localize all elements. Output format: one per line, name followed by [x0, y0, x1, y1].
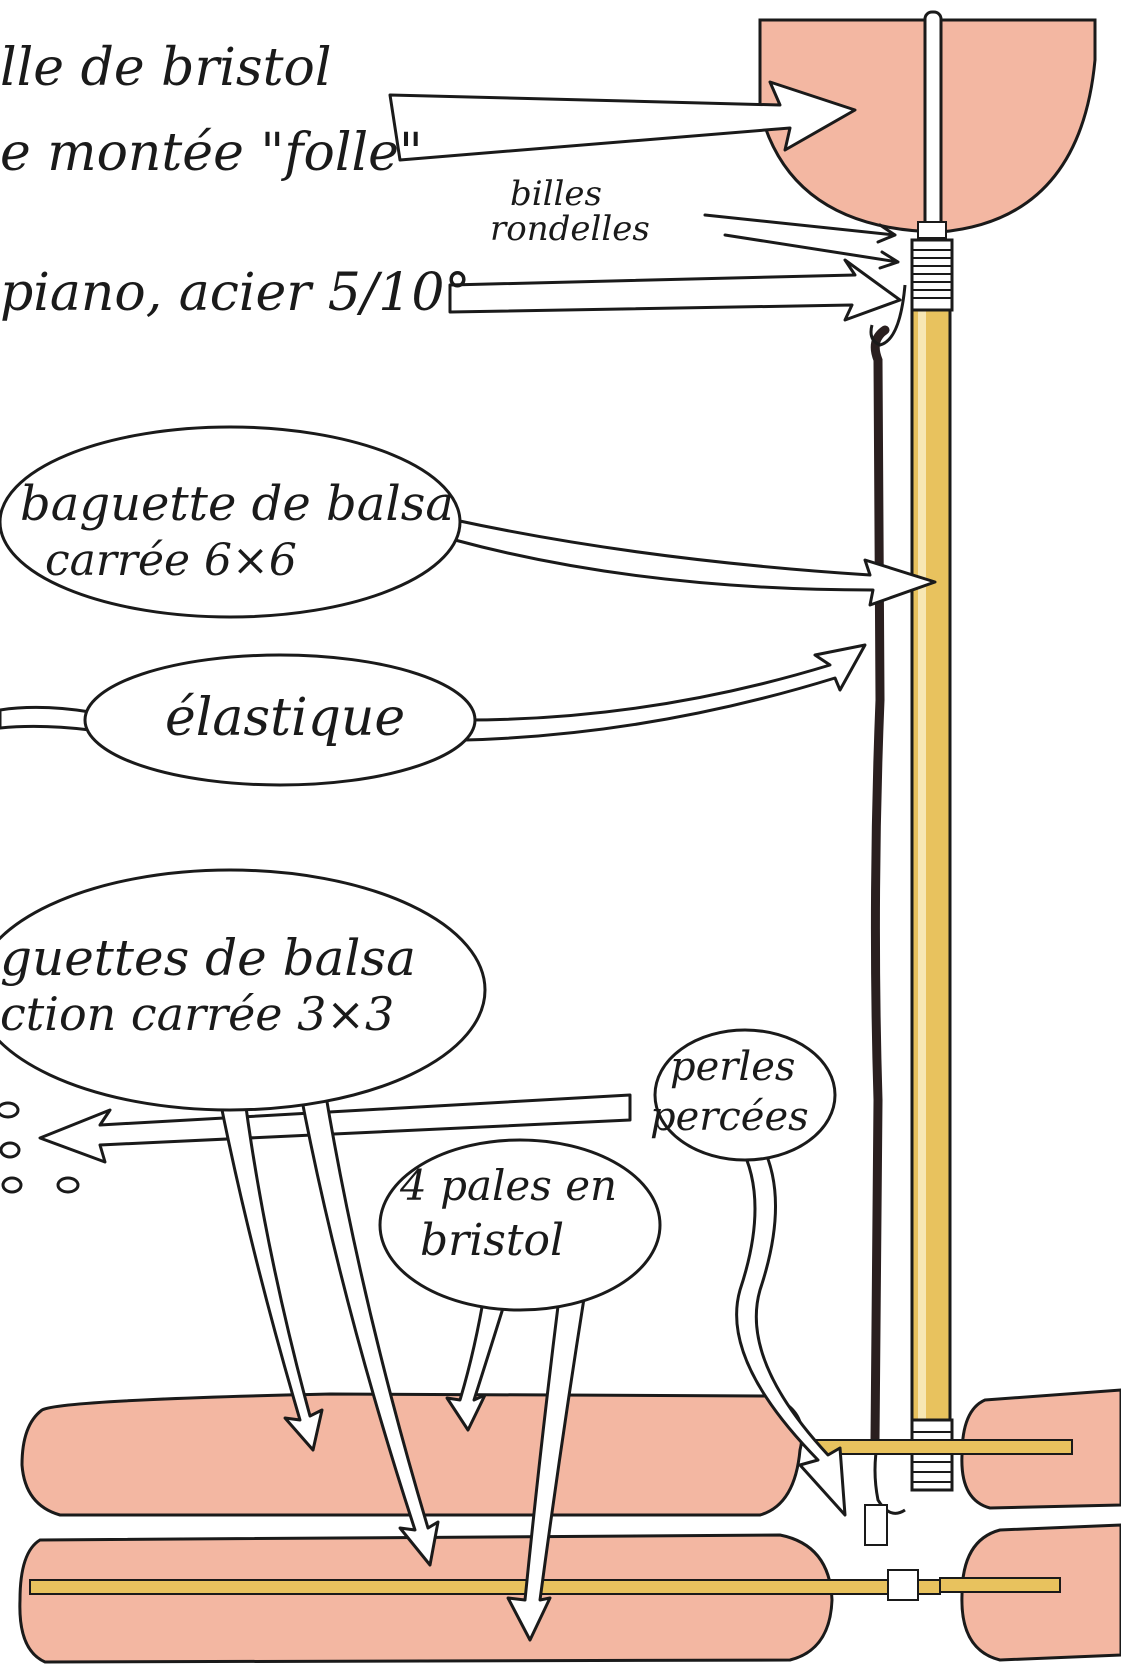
label-pales-1: 4 pales en [399, 1161, 617, 1210]
arrow-perles-down [735, 1143, 847, 1517]
arrow-rods-1 [218, 1098, 324, 1452]
balsa-mast [910, 10, 954, 1492]
winding-lines-top [912, 249, 952, 299]
bubble-perles [653, 1028, 837, 1162]
blade-left-upper [20, 1392, 804, 1517]
arrow-baguette [453, 518, 937, 607]
label-baguette-1: baguette de balsa [20, 476, 454, 532]
arrow-pales-2 [506, 1288, 587, 1642]
label-bristol-1: lle de bristol [0, 38, 331, 98]
text-labels: lle de bristol e montée "folle" billes r… [0, 38, 809, 1266]
blade-left-lower [18, 1533, 834, 1664]
rod-upper [811, 1439, 1073, 1455]
elastique-tail [0, 705, 92, 732]
elastic-strand [870, 325, 890, 1445]
arrow-billes [703, 213, 897, 244]
label-perles-1: perles [670, 1044, 795, 1090]
bottom-hook [873, 1439, 906, 1515]
pink-paper-parts [18, 18, 1121, 1664]
bubble-baguettes-3x3 [0, 868, 487, 1112]
label-bristol-2: e montée "folle" [0, 123, 423, 183]
top-hook [869, 284, 907, 347]
label-baguettes-1: guettes de balsa [0, 929, 416, 987]
piano-wire-shaft [923, 10, 943, 236]
arrow-rods-2 [298, 1088, 440, 1567]
label-baguettes-2: ction carrée 3×3 [0, 987, 394, 1041]
bubble-baguette [0, 425, 462, 619]
label-pales-2: bristol [420, 1215, 564, 1266]
label-piano: piano, acier 5/10° [0, 263, 470, 323]
arrow-perles-left [38, 1093, 632, 1164]
bubble-elastique [83, 653, 477, 787]
stick-top-white [918, 300, 926, 1420]
washers [917, 221, 947, 239]
arrow-elastique [463, 643, 867, 742]
label-perles-2: percées [650, 1094, 809, 1140]
rod-lower [29, 1579, 941, 1595]
label-elastique: élastique [165, 688, 405, 748]
arrow-rondelles [723, 233, 900, 270]
beads-icon [0, 1101, 80, 1194]
arrows [0, 80, 937, 1642]
label-baguette-2: carrée 6×6 [45, 535, 297, 586]
rod-lower-right [939, 1577, 1061, 1593]
arrow-piano [448, 258, 902, 322]
label-bubbles [0, 425, 837, 1312]
bubble-pales [378, 1138, 662, 1312]
label-rondelles: rondelles [490, 209, 650, 249]
rod-joint [887, 1569, 919, 1601]
arrow-bristol [388, 80, 857, 162]
label-billes: billes [510, 174, 602, 214]
bottom-bearing [864, 1504, 888, 1546]
arrow-pales-1 [445, 1288, 510, 1432]
balsa-stick-6x6 [910, 298, 952, 1422]
elastic-band [864, 284, 907, 1546]
